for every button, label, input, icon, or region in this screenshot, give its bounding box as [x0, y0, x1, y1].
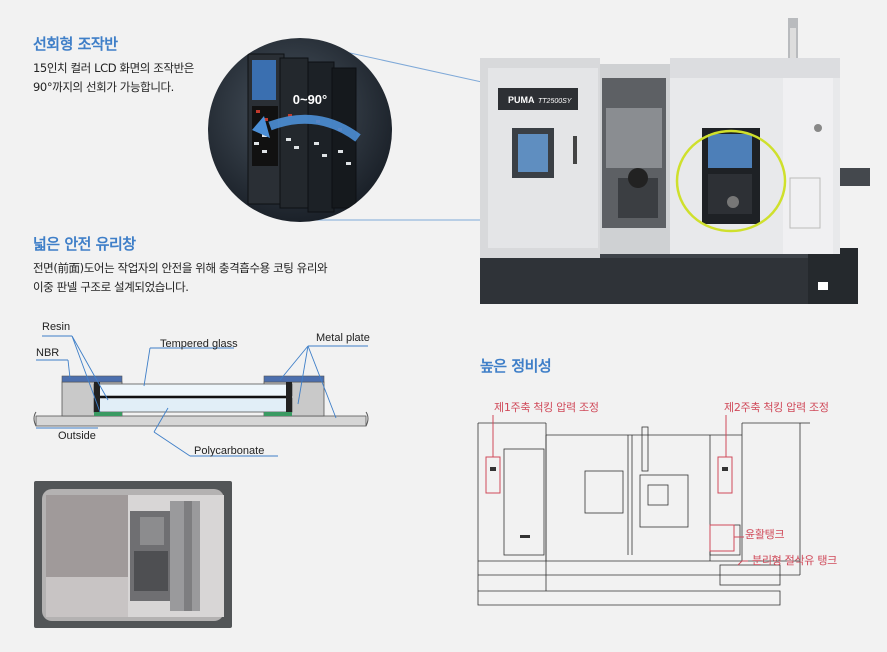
machine-logo: PUMA	[508, 95, 535, 105]
callout-lube-tank: 윤활탱크	[745, 528, 785, 541]
glass-desc-line2: 이중 판넬 구조로 설계되었습니다.	[33, 280, 189, 294]
panel-section-title: 선회형 조작반	[33, 35, 118, 53]
label-outside: Outside	[58, 430, 96, 442]
callout-chuck2: 제2주축 척킹 압력 조정	[724, 401, 829, 414]
lathe-machine-drawing: PUMA TT2500SY	[480, 18, 870, 304]
panel-section-description: 15인치 컬러 LCD 화면의 조작반은 90°까지의 선회가 가능합니다.	[33, 59, 194, 97]
label-nbr: NBR	[36, 347, 60, 359]
label-resin: Resin	[42, 321, 71, 333]
panel-desc-line2: 90°까지의 선회가 가능합니다.	[33, 80, 174, 94]
rotating-panel-illustration: 0~90°	[247, 53, 361, 213]
machine-interior-photo	[34, 481, 232, 628]
glass-desc-line1: 전면(前面)도어는 작업자의 안전을 위해 충격흡수용 코팅 유리와	[33, 261, 328, 275]
glass-section-title: 넓은 안전 유리창	[33, 235, 136, 253]
interior-illustration	[42, 489, 224, 621]
rotation-angle-label: 0~90°	[293, 92, 327, 107]
label-polycarbonate: Polycarbonate	[194, 445, 265, 457]
maint-section-title: 높은 정비성	[480, 357, 552, 375]
machine-illustration: PUMA TT2500SY	[478, 18, 878, 318]
callout-coolant-tank: 분리형 절삭유 탱크	[752, 554, 837, 567]
callout-chuck1: 제1주축 척킹 압력 조정	[494, 401, 599, 414]
label-metal-plate: Metal plate	[316, 332, 370, 344]
label-tempered-glass: Tempered glass	[160, 338, 238, 350]
maintenance-layout-drawing	[477, 415, 810, 606]
safety-glass-cross-section	[33, 335, 369, 457]
operation-panel-circle: 0~90°	[208, 38, 392, 222]
machine-model: TT2500SY	[538, 98, 573, 105]
glass-section-description: 전면(前面)도어는 작업자의 안전을 위해 충격흡수용 코팅 유리와 이중 판넬…	[33, 259, 328, 297]
panel-desc-line1: 15인치 컬러 LCD 화면의 조작반은	[33, 61, 194, 75]
